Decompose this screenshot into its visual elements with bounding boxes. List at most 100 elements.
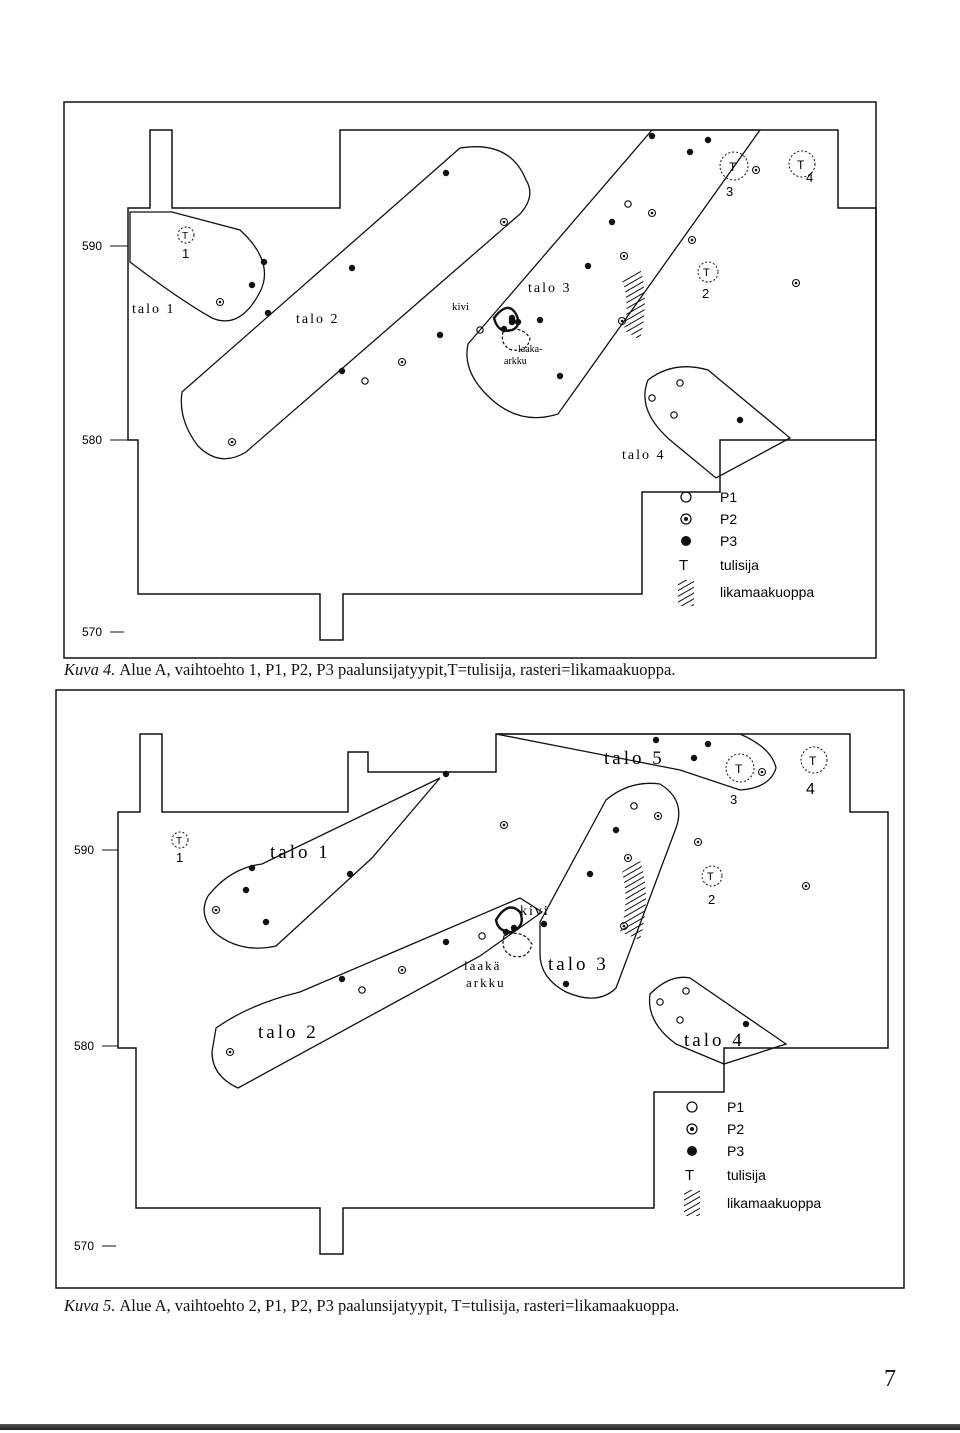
svg-text:T: T <box>809 754 817 768</box>
posts-p3 <box>248 132 744 424</box>
axis-label-570: 570 <box>74 1239 94 1253</box>
label-coffin-1: laaka- <box>518 344 542 355</box>
svg-text:3: 3 <box>730 792 737 807</box>
legend-fireplace-label: tulisija <box>720 557 759 573</box>
axis-label-590: 590 <box>82 239 102 253</box>
fireplace-4: T 4 <box>800 746 828 798</box>
house-3-outline <box>466 129 762 419</box>
svg-text:T: T <box>703 267 710 279</box>
figure-4: 590 580 570 talo 1 talo 2 talo 3 talo 4 … <box>0 0 960 665</box>
legend-fireplace-label: tulisija <box>727 1167 766 1183</box>
refuse-pit <box>622 268 645 340</box>
legend-p3-symbol <box>681 536 691 546</box>
label-house-3: talo 3 <box>548 954 609 975</box>
legend-p1-symbol <box>680 491 692 503</box>
axis-label-570: 570 <box>82 625 102 639</box>
figure-4-caption: Kuva 4.Alue A, vaihtoehto 1, P1, P2, P3 … <box>64 660 676 680</box>
house-5-outline <box>495 733 777 791</box>
svg-text:T: T <box>797 158 805 172</box>
stone-coffin-outline <box>501 328 531 351</box>
label-house-2: talo 2 <box>296 312 340 327</box>
legend: P1 P2 P3 T tulisija likamaakuoppa <box>684 1099 821 1216</box>
fireplace-3: T 3 <box>719 151 749 199</box>
svg-text:T: T <box>707 871 714 883</box>
legend-hatch-symbol <box>678 580 694 606</box>
axis-label-580: 580 <box>82 433 102 447</box>
legend-t-symbol: T <box>679 557 688 574</box>
legend-pit-label: likamaakuoppa <box>720 584 814 600</box>
legend-hatch-symbol <box>684 1190 700 1216</box>
label-coffin-2: arkku <box>466 975 506 990</box>
figure-5-caption-text: Alue A, vaihtoehto 2, P1, P2, P3 paaluns… <box>119 1296 680 1315</box>
svg-text:T: T <box>182 231 188 242</box>
svg-text:2: 2 <box>702 286 709 301</box>
posts-p3 <box>242 736 750 1028</box>
stone-coffin-outline <box>502 932 533 958</box>
house-3-outline <box>539 782 680 999</box>
house-4-outline <box>648 976 788 1065</box>
refuse-pit <box>620 860 646 940</box>
excavation-outline <box>127 129 877 641</box>
legend-t-symbol: T <box>685 1167 694 1184</box>
fireplace-3: T 3 <box>725 753 755 807</box>
scan-edge-bar <box>0 1424 960 1430</box>
svg-text:T: T <box>735 762 743 776</box>
legend-p3-symbol <box>687 1146 697 1156</box>
excavation-outline <box>117 733 889 1255</box>
house-1-outline <box>203 777 441 949</box>
svg-text:T: T <box>176 836 182 847</box>
posts-p1 <box>361 200 684 419</box>
label-house-4: talo 4 <box>622 448 666 463</box>
svg-text:3: 3 <box>726 184 733 199</box>
house-1-outline <box>129 211 266 322</box>
fireplace-2: T 2 <box>701 865 723 907</box>
house-2-outline <box>211 897 544 1089</box>
legend-p3-label: P3 <box>727 1143 744 1159</box>
label-stone: kivi <box>520 904 550 919</box>
figure-4-caption-label: Kuva 4. <box>64 660 116 679</box>
label-house-4: talo 4 <box>684 1030 745 1051</box>
posts-p1 <box>358 802 690 1024</box>
fireplace-4: T 4 <box>788 150 816 185</box>
svg-text:4: 4 <box>806 170 813 185</box>
label-coffin-2: arkku <box>504 356 527 367</box>
label-house-2: talo 2 <box>258 1022 319 1043</box>
stone <box>494 906 523 934</box>
legend-pit-label: likamaakuoppa <box>727 1195 821 1211</box>
map-frame <box>55 689 905 1289</box>
figure-5-caption-label: Kuva 5. <box>64 1296 116 1315</box>
figure-5: 590 580 570 talo 1 talo 2 talo 3 talo 4 … <box>0 688 960 1293</box>
legend-p1-label: P1 <box>720 489 737 505</box>
svg-text:1: 1 <box>182 246 189 261</box>
legend-p3-label: P3 <box>720 533 737 549</box>
label-house-1: talo 1 <box>270 842 331 863</box>
label-house-1: talo 1 <box>132 302 176 317</box>
house-4-outline <box>644 366 792 479</box>
svg-text:T: T <box>729 160 737 174</box>
legend-p1-label: P1 <box>727 1099 744 1115</box>
svg-text:4: 4 <box>806 781 815 798</box>
legend-p2-symbol <box>686 1123 698 1135</box>
legend: P1 P2 P3 T tulisija likamaakuoppa <box>678 489 814 606</box>
figure-5-caption: Kuva 5.Alue A, vaihtoehto 2, P1, P2, P3 … <box>64 1296 679 1316</box>
label-coffin-1: laakä <box>464 958 501 973</box>
fireplace-1: T 1 <box>177 226 195 261</box>
legend-p2-label: P2 <box>720 511 737 527</box>
legend-p2-symbol <box>680 513 692 525</box>
label-house-3: talo 3 <box>528 281 572 296</box>
legend-p2-label: P2 <box>727 1121 744 1137</box>
house-2-outline <box>180 146 531 460</box>
page-number: 7 <box>884 1366 896 1392</box>
fireplace-2: T 2 <box>697 261 719 301</box>
svg-text:2: 2 <box>708 892 715 907</box>
figure-4-caption-text: Alue A, vaihtoehto 1, P1, P2, P3 paaluns… <box>119 660 676 679</box>
legend-p1-symbol <box>686 1101 698 1113</box>
posts-p2 <box>215 165 801 447</box>
axis-label-580: 580 <box>74 1039 94 1053</box>
posts-p2 <box>211 767 811 1057</box>
label-stone: kivi <box>452 301 469 313</box>
svg-text:1: 1 <box>176 850 183 865</box>
fireplace-1: T 1 <box>171 831 189 865</box>
label-house-5: talo 5 <box>604 748 665 769</box>
map-frame <box>63 101 877 659</box>
